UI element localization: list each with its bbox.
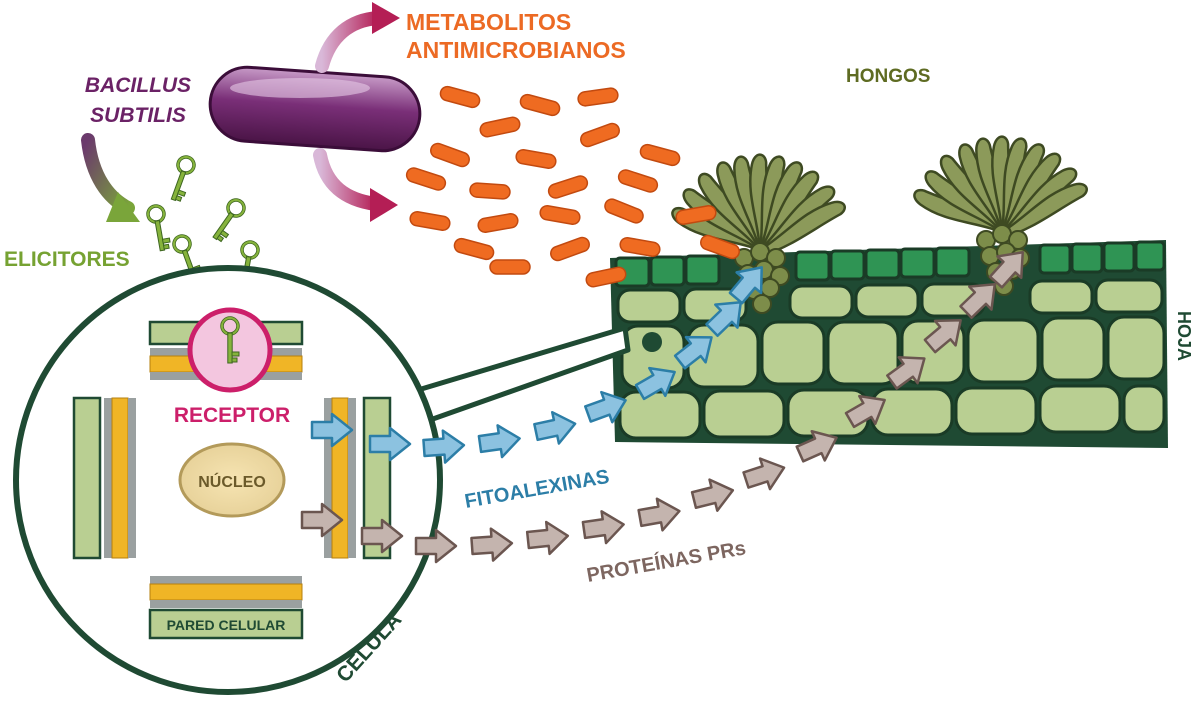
label-hoja: HOJA [1174,311,1194,361]
metabolite-particles [405,85,740,288]
label-metabolitos-line1: METABOLITOS [406,9,571,35]
label-elicitores: ELICITORES [4,248,130,271]
label-bacillus-line1: BACILLUS [85,74,191,97]
bacillus-cell [208,65,422,153]
cell-zoom [13,265,662,695]
label-fitoalexinas: FITOALEXINAS [463,466,611,513]
arrow-to-fungi [313,148,398,222]
fitoalexinas-arrows [310,266,763,464]
nucleus [178,442,286,518]
epidermis-layer [614,240,1166,288]
label-nucleo: NÚCLEO [198,472,266,491]
label-receptor: RECEPTOR [174,404,290,427]
label-proteinas: PROTEÍNAS PRs [585,536,748,587]
label-hongos: HONGOS [846,66,930,87]
label-bacillus-line2: SUBTILIS [90,104,186,127]
label-pared-celular: PARED CELULAR [167,617,286,633]
arrow-to-elicitores [81,133,140,222]
bottom-membrane [148,576,304,640]
left-membrane [72,396,136,560]
palisade-cells [616,278,1166,440]
label-metabolitos-line2: ANTIMICROBIANOS [406,37,626,63]
proteinas-arrows [300,251,1025,564]
arrow-to-metabolitos [315,2,400,73]
receptor [187,307,273,393]
